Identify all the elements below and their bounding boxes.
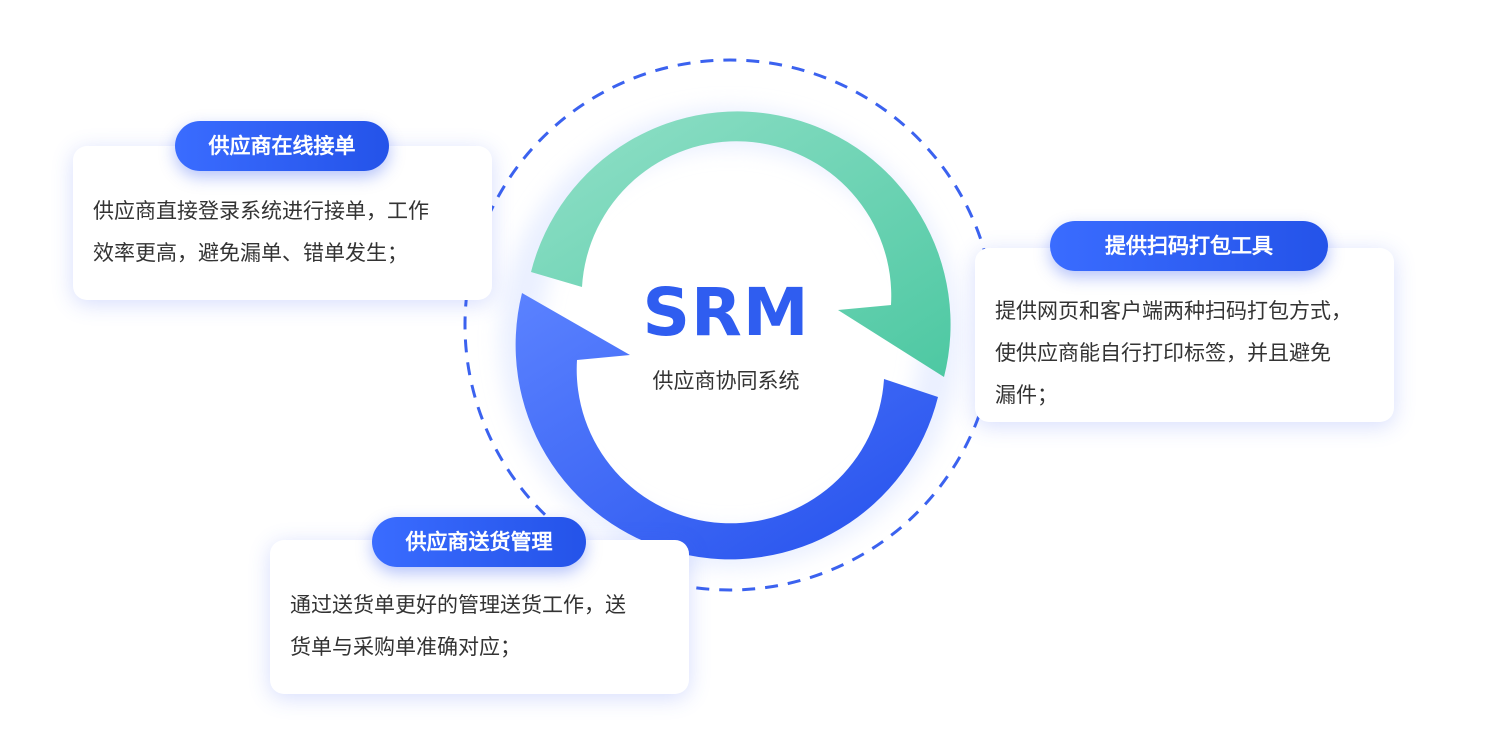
card-line: 效率更高，避免漏单、错单发生； [93, 241, 408, 265]
center-title: SRM [642, 274, 810, 351]
green-cycle-arrow [531, 111, 951, 377]
card-line: 使供应商能自行打印标签，并且避免 [995, 341, 1331, 365]
card-line: 货单与采购单准确对应； [290, 635, 521, 659]
card-title-pill: 提供扫码打包工具 [1050, 221, 1328, 271]
card-line: 提供网页和客户端两种扫码打包方式， [995, 299, 1352, 323]
center-subtitle: 供应商协同系统 [652, 369, 800, 393]
card-description: 通过送货单更好的管理送货工作，送 货单与采购单准确对应； [290, 584, 675, 668]
feature-card-scan-packing: 提供网页和客户端两种扫码打包方式， 使供应商能自行打印标签，并且避免 漏件； [975, 248, 1394, 422]
card-title-pill: 供应商在线接单 [175, 121, 389, 171]
feature-card-online-orders: 供应商直接登录系统进行接单，工作 效率更高，避免漏单、错单发生； [73, 146, 492, 300]
card-line: 供应商直接登录系统进行接单，工作 [93, 199, 429, 223]
card-description: 提供网页和客户端两种扫码打包方式， 使供应商能自行打印标签，并且避免 漏件； [995, 290, 1385, 416]
card-line: 漏件； [995, 383, 1058, 407]
blue-cycle-arrow [515, 293, 938, 560]
card-description: 供应商直接登录系统进行接单，工作 效率更高，避免漏单、错单发生； [93, 190, 478, 274]
card-title-pill: 供应商送货管理 [372, 517, 586, 567]
card-line: 通过送货单更好的管理送货工作，送 [290, 593, 626, 617]
